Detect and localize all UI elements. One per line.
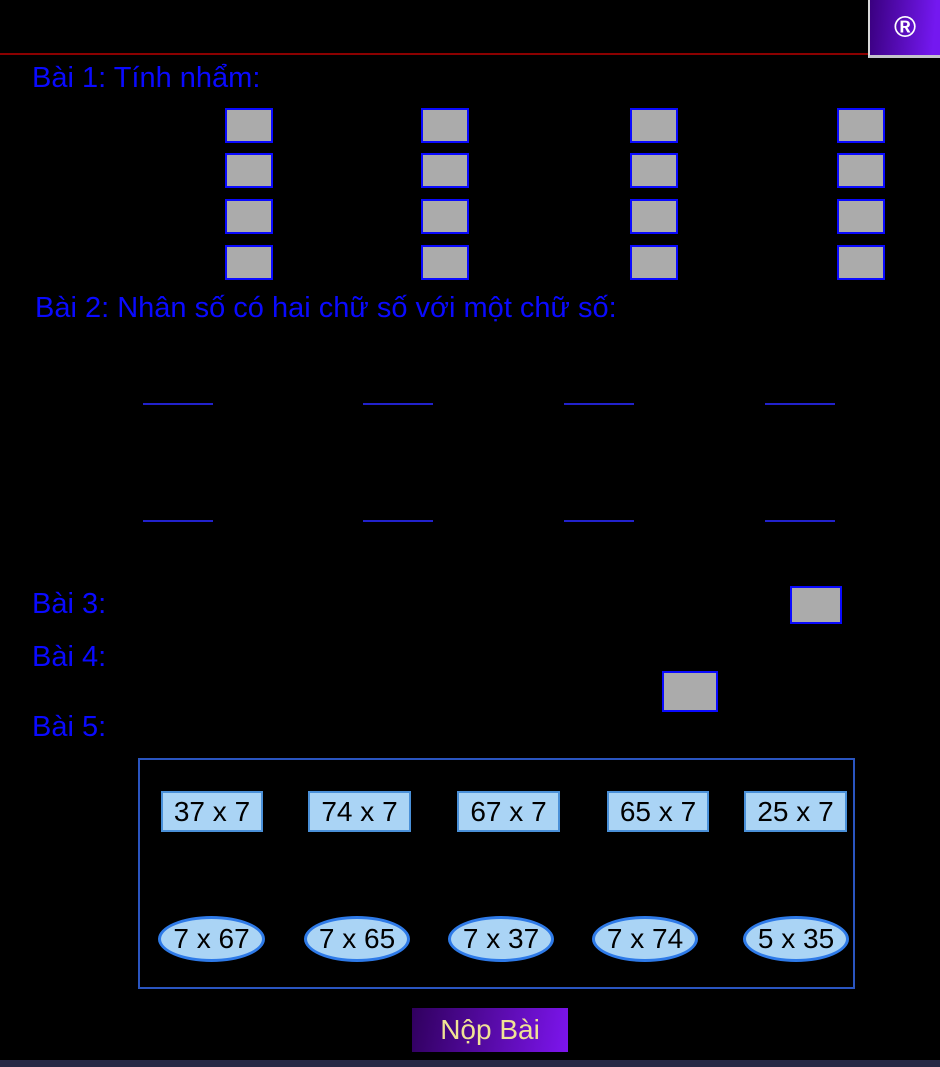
bai1-answer-box[interactable] (837, 199, 885, 234)
bai1-answer-box[interactable] (421, 153, 469, 188)
bai1-answer-box[interactable] (837, 153, 885, 188)
bai5-card[interactable]: 65 x 7 (607, 791, 709, 832)
bai1-answer-box[interactable] (421, 245, 469, 280)
bai3-answer-box[interactable] (790, 586, 842, 624)
bai1-answer-box[interactable] (630, 245, 678, 280)
bai2-title: Bài 2: Nhân số có hai chữ số với một chữ… (35, 292, 617, 324)
bai5-card[interactable]: 25 x 7 (744, 791, 847, 832)
bai1-answer-box[interactable] (630, 199, 678, 234)
bai5-oval[interactable]: 7 x 67 (158, 916, 265, 962)
bai2-answer-line (564, 520, 634, 522)
bai5-oval[interactable]: 7 x 37 (448, 916, 554, 962)
bai5-matching-area: 37 x 7 74 x 7 67 x 7 65 x 7 25 x 7 7 x 6… (138, 758, 855, 989)
bai5-title: Bài 5: (32, 711, 107, 743)
bai1-answer-box[interactable] (225, 245, 273, 280)
bai2-answer-line (143, 520, 213, 522)
bai5-card[interactable]: 67 x 7 (457, 791, 560, 832)
bai1-answer-box[interactable] (630, 108, 678, 143)
bai1-answer-box[interactable] (421, 199, 469, 234)
bai3-title: Bài 3: (32, 588, 107, 620)
bai2-answer-line (765, 520, 835, 522)
bai1-answer-box[interactable] (421, 108, 469, 143)
bai5-card[interactable]: 37 x 7 (161, 791, 263, 832)
registered-trademark-icon: ® (893, 10, 917, 44)
bai2-answer-line (564, 403, 634, 405)
bai1-answer-box[interactable] (225, 199, 273, 234)
brand-logo-box: ® (868, 0, 940, 58)
bai1-answer-box[interactable] (225, 108, 273, 143)
bai1-title: Bài 1: Tính nhẩm: (32, 62, 261, 94)
bai5-oval[interactable]: 7 x 65 (304, 916, 410, 962)
bai1-answer-box[interactable] (225, 153, 273, 188)
bai2-answer-line (363, 520, 433, 522)
bottom-strip (0, 1060, 940, 1067)
submit-button[interactable]: Nộp Bài (412, 1008, 568, 1052)
bai1-answer-box[interactable] (630, 153, 678, 188)
bai1-answer-box[interactable] (837, 245, 885, 280)
header-divider-line (0, 53, 868, 55)
bai2-answer-line (363, 403, 433, 405)
bai2-answer-line (765, 403, 835, 405)
bai1-answer-box[interactable] (837, 108, 885, 143)
bai4-title: Bài 4: (32, 641, 107, 673)
bai4-answer-box[interactable] (662, 671, 718, 712)
bai5-oval[interactable]: 5 x 35 (743, 916, 849, 962)
bai5-oval[interactable]: 7 x 74 (592, 916, 698, 962)
bai2-answer-line (143, 403, 213, 405)
bai5-card[interactable]: 74 x 7 (308, 791, 411, 832)
